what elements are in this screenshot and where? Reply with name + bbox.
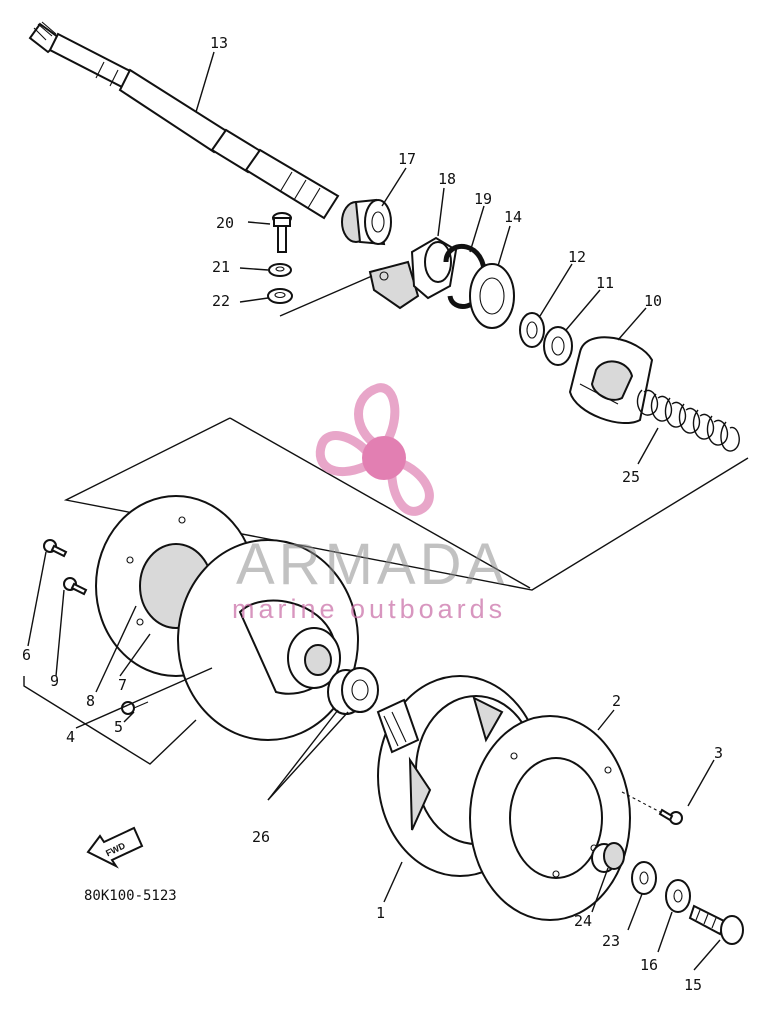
part-label-7: 7 <box>118 676 127 694</box>
bolt-20 <box>272 212 292 253</box>
part-label-18: 18 <box>438 170 456 188</box>
part-label-15: 15 <box>684 976 702 994</box>
washer-21 <box>268 263 292 277</box>
thrust-washer <box>469 263 515 329</box>
part-label-11: 11 <box>596 274 614 292</box>
collar <box>591 842 625 873</box>
part-label-10: 10 <box>644 292 662 310</box>
part-label-25: 25 <box>622 468 640 486</box>
part-label-23: 23 <box>602 932 620 950</box>
drive-shaft <box>28 21 340 220</box>
propeller-blade <box>315 431 376 477</box>
part-label-16: 16 <box>640 956 658 974</box>
bushing <box>327 667 379 715</box>
hub-disc <box>177 539 359 741</box>
assembly-leader <box>229 417 531 589</box>
part-label-12: 12 <box>568 248 586 266</box>
assembly-outline <box>63 417 749 591</box>
part-label-21: 21 <box>212 258 230 276</box>
brake-disc-front <box>469 715 631 921</box>
part-label-1: 1 <box>376 904 385 922</box>
watermark-subtitle: marine outboards <box>232 594 506 624</box>
part-label-17: 17 <box>398 150 416 168</box>
screw-5 <box>121 701 149 715</box>
part-labels: 13 17 18 19 14 20 21 22 12 11 10 25 6 9 … <box>22 34 723 994</box>
screw-3 <box>621 791 683 825</box>
armada-logo-icon <box>315 383 434 516</box>
washer-23 <box>631 861 657 895</box>
watermark-title: ARMADA <box>236 532 508 597</box>
part-label-26: 26 <box>252 828 270 846</box>
washer-22 <box>267 288 293 304</box>
part-label-24: 24 <box>574 912 592 930</box>
part-label-20: 20 <box>216 214 234 232</box>
washer-11 <box>543 326 573 366</box>
propeller-hub <box>362 436 406 480</box>
screw-6 <box>43 539 68 558</box>
part-label-22: 22 <box>212 292 230 310</box>
shift-bracket <box>368 236 458 310</box>
part-label-13: 13 <box>210 34 228 52</box>
part-label-5: 5 <box>114 718 123 736</box>
leader-lines <box>23 51 721 971</box>
part-label-6: 6 <box>22 646 31 664</box>
part-label-9: 9 <box>50 672 59 690</box>
catalog-code: 80K100-5123 <box>84 888 177 904</box>
compression-spring <box>636 389 740 452</box>
part-label-8: 8 <box>86 692 95 710</box>
fwd-arrow-icon: FWD <box>86 826 144 869</box>
part-label-19: 19 <box>474 190 492 208</box>
bearing <box>341 198 392 246</box>
washer-12 <box>519 312 545 348</box>
propeller-blade <box>387 456 434 516</box>
part-label-2: 2 <box>612 692 621 710</box>
part-label-4: 4 <box>66 728 75 746</box>
propeller-blade <box>354 383 400 451</box>
bolt-15 <box>688 904 744 945</box>
screw-9 <box>63 577 88 596</box>
cam-holder <box>568 336 654 425</box>
part-label-14: 14 <box>504 208 522 226</box>
washer-16 <box>665 879 691 913</box>
part-label-3: 3 <box>714 744 723 762</box>
